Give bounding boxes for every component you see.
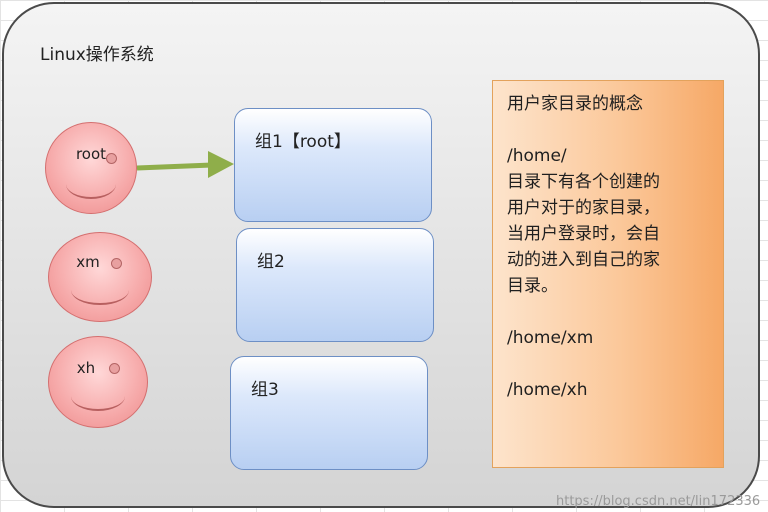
note-description-line: 动的进入到自己的家 bbox=[507, 250, 660, 270]
user-root-label: root bbox=[75, 145, 107, 163]
user-xh: xh bbox=[48, 336, 148, 428]
eye-icon bbox=[111, 258, 122, 269]
home-directory-note: 用户家目录的概念 /home/ 目录下有各个创建的 用户对于的家目录， 当用户登… bbox=[492, 80, 724, 468]
note-description-line: 目录下有各个创建的 bbox=[507, 172, 660, 192]
note-description-line: 用户对于的家目录， bbox=[507, 198, 660, 218]
watermark: https://blog.csdn.net/lin172336 bbox=[556, 494, 761, 509]
smile-icon bbox=[65, 169, 117, 199]
group-1: 组1【root】 bbox=[234, 108, 432, 222]
user-xm-label: xm bbox=[76, 253, 100, 271]
group-2-label: 组2 bbox=[257, 252, 285, 272]
note-description-line: 当用户登录时，会自 bbox=[507, 224, 660, 244]
eye-icon bbox=[109, 363, 120, 374]
group-2: 组2 bbox=[236, 228, 434, 342]
os-title: Linux操作系统 bbox=[40, 45, 154, 65]
eye-icon bbox=[106, 153, 117, 164]
note-heading: 用户家目录的概念 bbox=[507, 94, 643, 114]
smile-icon bbox=[70, 381, 126, 411]
user-xm: xm bbox=[48, 232, 152, 322]
group-3: 组3 bbox=[230, 356, 428, 470]
user-root: root bbox=[45, 122, 137, 214]
group-3-label: 组3 bbox=[251, 380, 279, 400]
user-xh-label: xh bbox=[76, 359, 96, 377]
group-1-label: 组1【root】 bbox=[255, 132, 351, 152]
note-path-xh: /home/xh bbox=[507, 380, 588, 400]
note-description-line: 目录。 bbox=[507, 276, 558, 296]
note-path-home: /home/ bbox=[507, 146, 567, 166]
smile-icon bbox=[71, 275, 129, 305]
note-path-xm: /home/xm bbox=[507, 328, 594, 348]
